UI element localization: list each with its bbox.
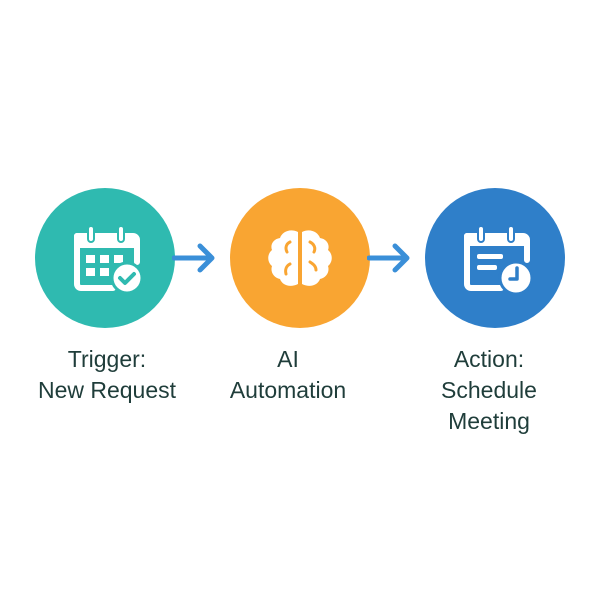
action-step-label-line2: Schedule	[441, 377, 537, 403]
ai-automation-step-label-line1: AI	[277, 346, 299, 372]
arrow-right-icon	[172, 243, 215, 273]
action-step-label-line3: Meeting	[448, 408, 530, 434]
ai-automation-step-label-line2: Automation	[229, 377, 347, 403]
action-step-label-line1: Action:	[453, 346, 525, 372]
ai-automation-step-label: AI Automation	[188, 344, 388, 406]
trigger-step-label-line1: Trigger:	[67, 346, 147, 372]
trigger-step-circle	[35, 188, 175, 328]
arrow-right-icon	[367, 243, 410, 273]
action-step-circle	[425, 188, 565, 328]
calendar-check-icon	[74, 225, 144, 295]
calendar-clock-icon	[464, 225, 534, 296]
ai-automation-step-circle	[230, 188, 370, 328]
trigger-step-label: Trigger: New Request	[7, 344, 207, 406]
trigger-step-label-line2: New Request	[37, 377, 177, 403]
action-step-label: Action: Schedule Meeting	[389, 344, 589, 437]
brain-icon	[268, 230, 332, 286]
